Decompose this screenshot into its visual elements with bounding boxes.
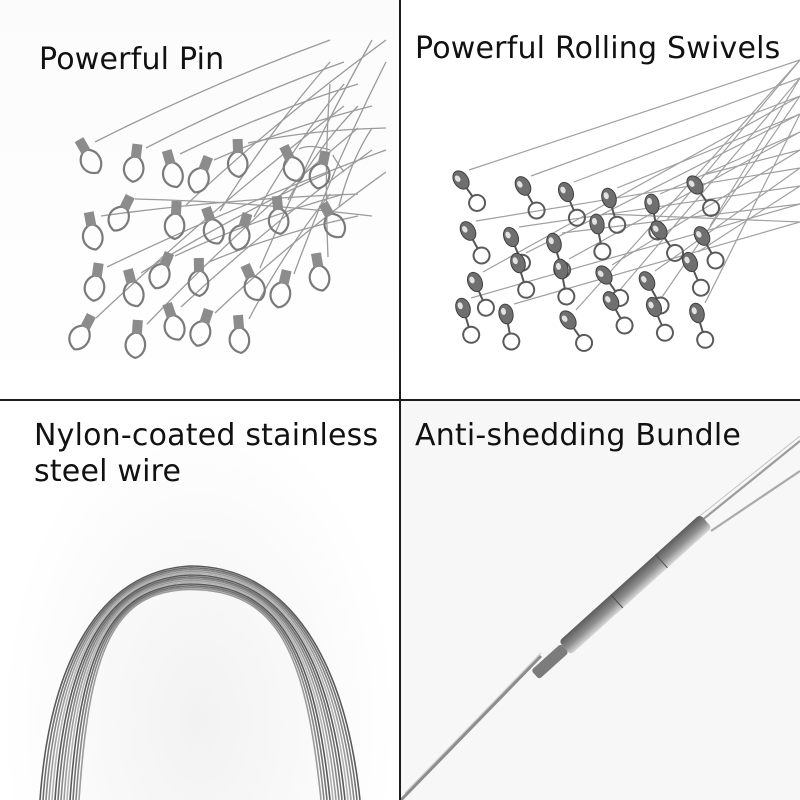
panel-label-bundle: Anti-shedding Bundle xyxy=(415,418,742,453)
panel-label-pin: Powerful Pin xyxy=(39,42,225,77)
wire-loop-icon xyxy=(39,565,361,800)
crimp-sleeve-icon xyxy=(401,435,800,800)
panel-powerful-pin: Powerful Pin xyxy=(0,0,399,399)
panel-label-swivels: Powerful Rolling Swivels xyxy=(415,31,781,66)
horizontal-divider xyxy=(0,399,800,401)
panel-label-wire: Nylon-coated stainless steel wire xyxy=(34,418,379,489)
panel-coated-wire: Nylon-coated stainless steel wire xyxy=(0,401,399,800)
panel-anti-shedding-bundle: Anti-shedding Bundle xyxy=(401,401,800,800)
snap-pin-icon xyxy=(68,39,387,360)
rolling-swivel-icon xyxy=(452,59,800,352)
panel-rolling-swivels: Powerful Rolling Swivels xyxy=(401,0,800,399)
